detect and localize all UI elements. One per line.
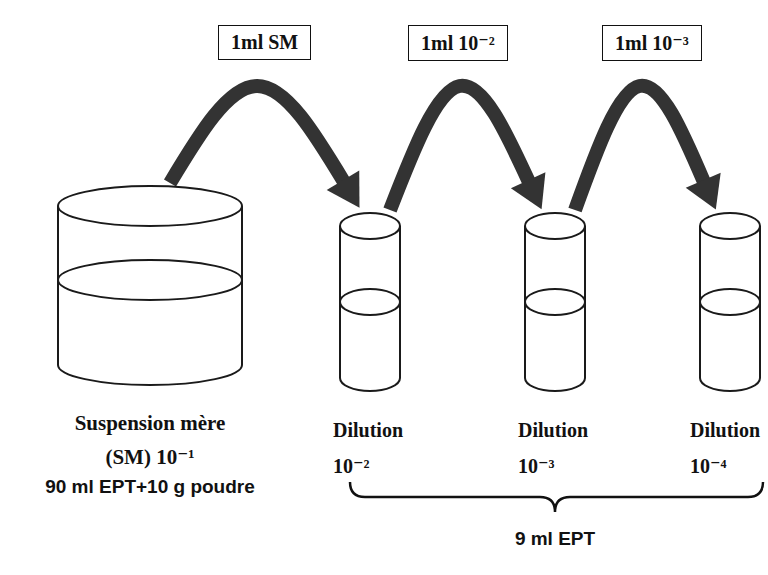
transfer-arrow [390,86,529,210]
vessel-label: Suspension mère (SM) 10⁻¹ [50,407,250,474]
transfer-arrow [170,86,344,183]
liquid-level [340,289,400,315]
transfer-label: 1ml 10⁻³ [602,25,702,61]
vessel-label: Dilution 10⁻³ [518,412,598,484]
transfer-arrow [575,86,704,210]
connectors [170,86,721,210]
arrow-head [686,173,721,210]
transfer-label: 1ml SM [218,25,311,60]
vessel-rim [700,213,760,239]
liquid-level [525,289,585,315]
volume-label: 9 ml EPT [480,528,630,550]
vessel-rim [340,213,400,239]
vessel-wall [340,226,400,391]
node-texts: Dilution 10⁻² [330,412,415,484]
tube-outline [688,212,766,398]
vessel-label: Dilution 10⁻⁴ [690,412,766,484]
test-tube: Dilution 10⁻³ [515,212,600,484]
vessel-rim [525,213,585,239]
arrow-head [327,170,360,207]
node-texts: Dilution 10⁻³ [515,412,600,484]
liquid-level [700,289,760,315]
node-texts: Suspension mère (SM) 10⁻¹90 ml EPT+10 g … [5,407,295,501]
vessel-rim [58,186,242,226]
vessel-wall [58,206,242,385]
vessel-wall [700,226,760,391]
vessel-wall [525,226,585,391]
transfer-label: 1ml 10⁻² [408,25,508,61]
test-tube: Dilution 10⁻⁴ [688,212,766,484]
beaker: Suspension mère (SM) 10⁻¹90 ml EPT+10 g … [5,185,295,501]
tube-outline [515,212,600,398]
node-texts: Dilution 10⁻⁴ [688,412,766,484]
liquid-level [58,260,242,300]
arrow-head [511,172,546,209]
test-tube: Dilution 10⁻² [330,212,415,484]
beaker-outline [5,185,295,389]
bracket [350,482,763,512]
preparation-note: 90 ml EPT+10 g poudre [5,474,295,501]
tube-outline [330,212,415,398]
vessel-label: Dilution 10⁻² [333,412,413,484]
